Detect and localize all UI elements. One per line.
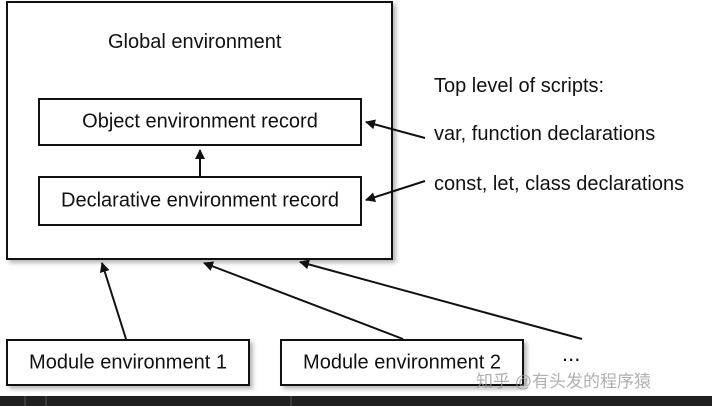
var-function-declarations-label: var, function declarations	[434, 123, 656, 145]
top-level-scripts-label: Top level of scripts:	[434, 75, 605, 97]
module-environment-1-label: Module environment 1	[29, 351, 227, 373]
declarative-environment-record-box: Declarative environment record	[38, 176, 362, 226]
const-let-class-declarations-label: const, let, class declarations	[434, 173, 685, 195]
global-environment-label: Global environment	[108, 31, 282, 53]
bar-divider	[45, 396, 47, 406]
ellipsis-label: ...	[562, 341, 581, 366]
object-environment-record-label: Object environment record	[82, 110, 318, 133]
module2-to-global-arrow	[203, 261, 404, 340]
more-modules-to-global-arrow	[299, 259, 583, 340]
bottom-dark-bar	[0, 396, 712, 406]
const-declarations-arrow	[365, 180, 426, 203]
watermark: 知乎 @有头发的程序猿	[476, 372, 651, 391]
var-declarations-arrow	[365, 119, 426, 139]
bar-divider	[24, 396, 26, 406]
module-environment-2-box: Module environment 2	[280, 339, 524, 386]
declarative-environment-record-label: Declarative environment record	[61, 189, 339, 212]
object-environment-record-box: Object environment record	[38, 98, 362, 146]
module-environment-2-label: Module environment 2	[303, 351, 501, 373]
module1-to-global-arrow	[99, 262, 127, 340]
bar-divider	[290, 396, 292, 406]
module-environment-1-box: Module environment 1	[6, 339, 250, 386]
